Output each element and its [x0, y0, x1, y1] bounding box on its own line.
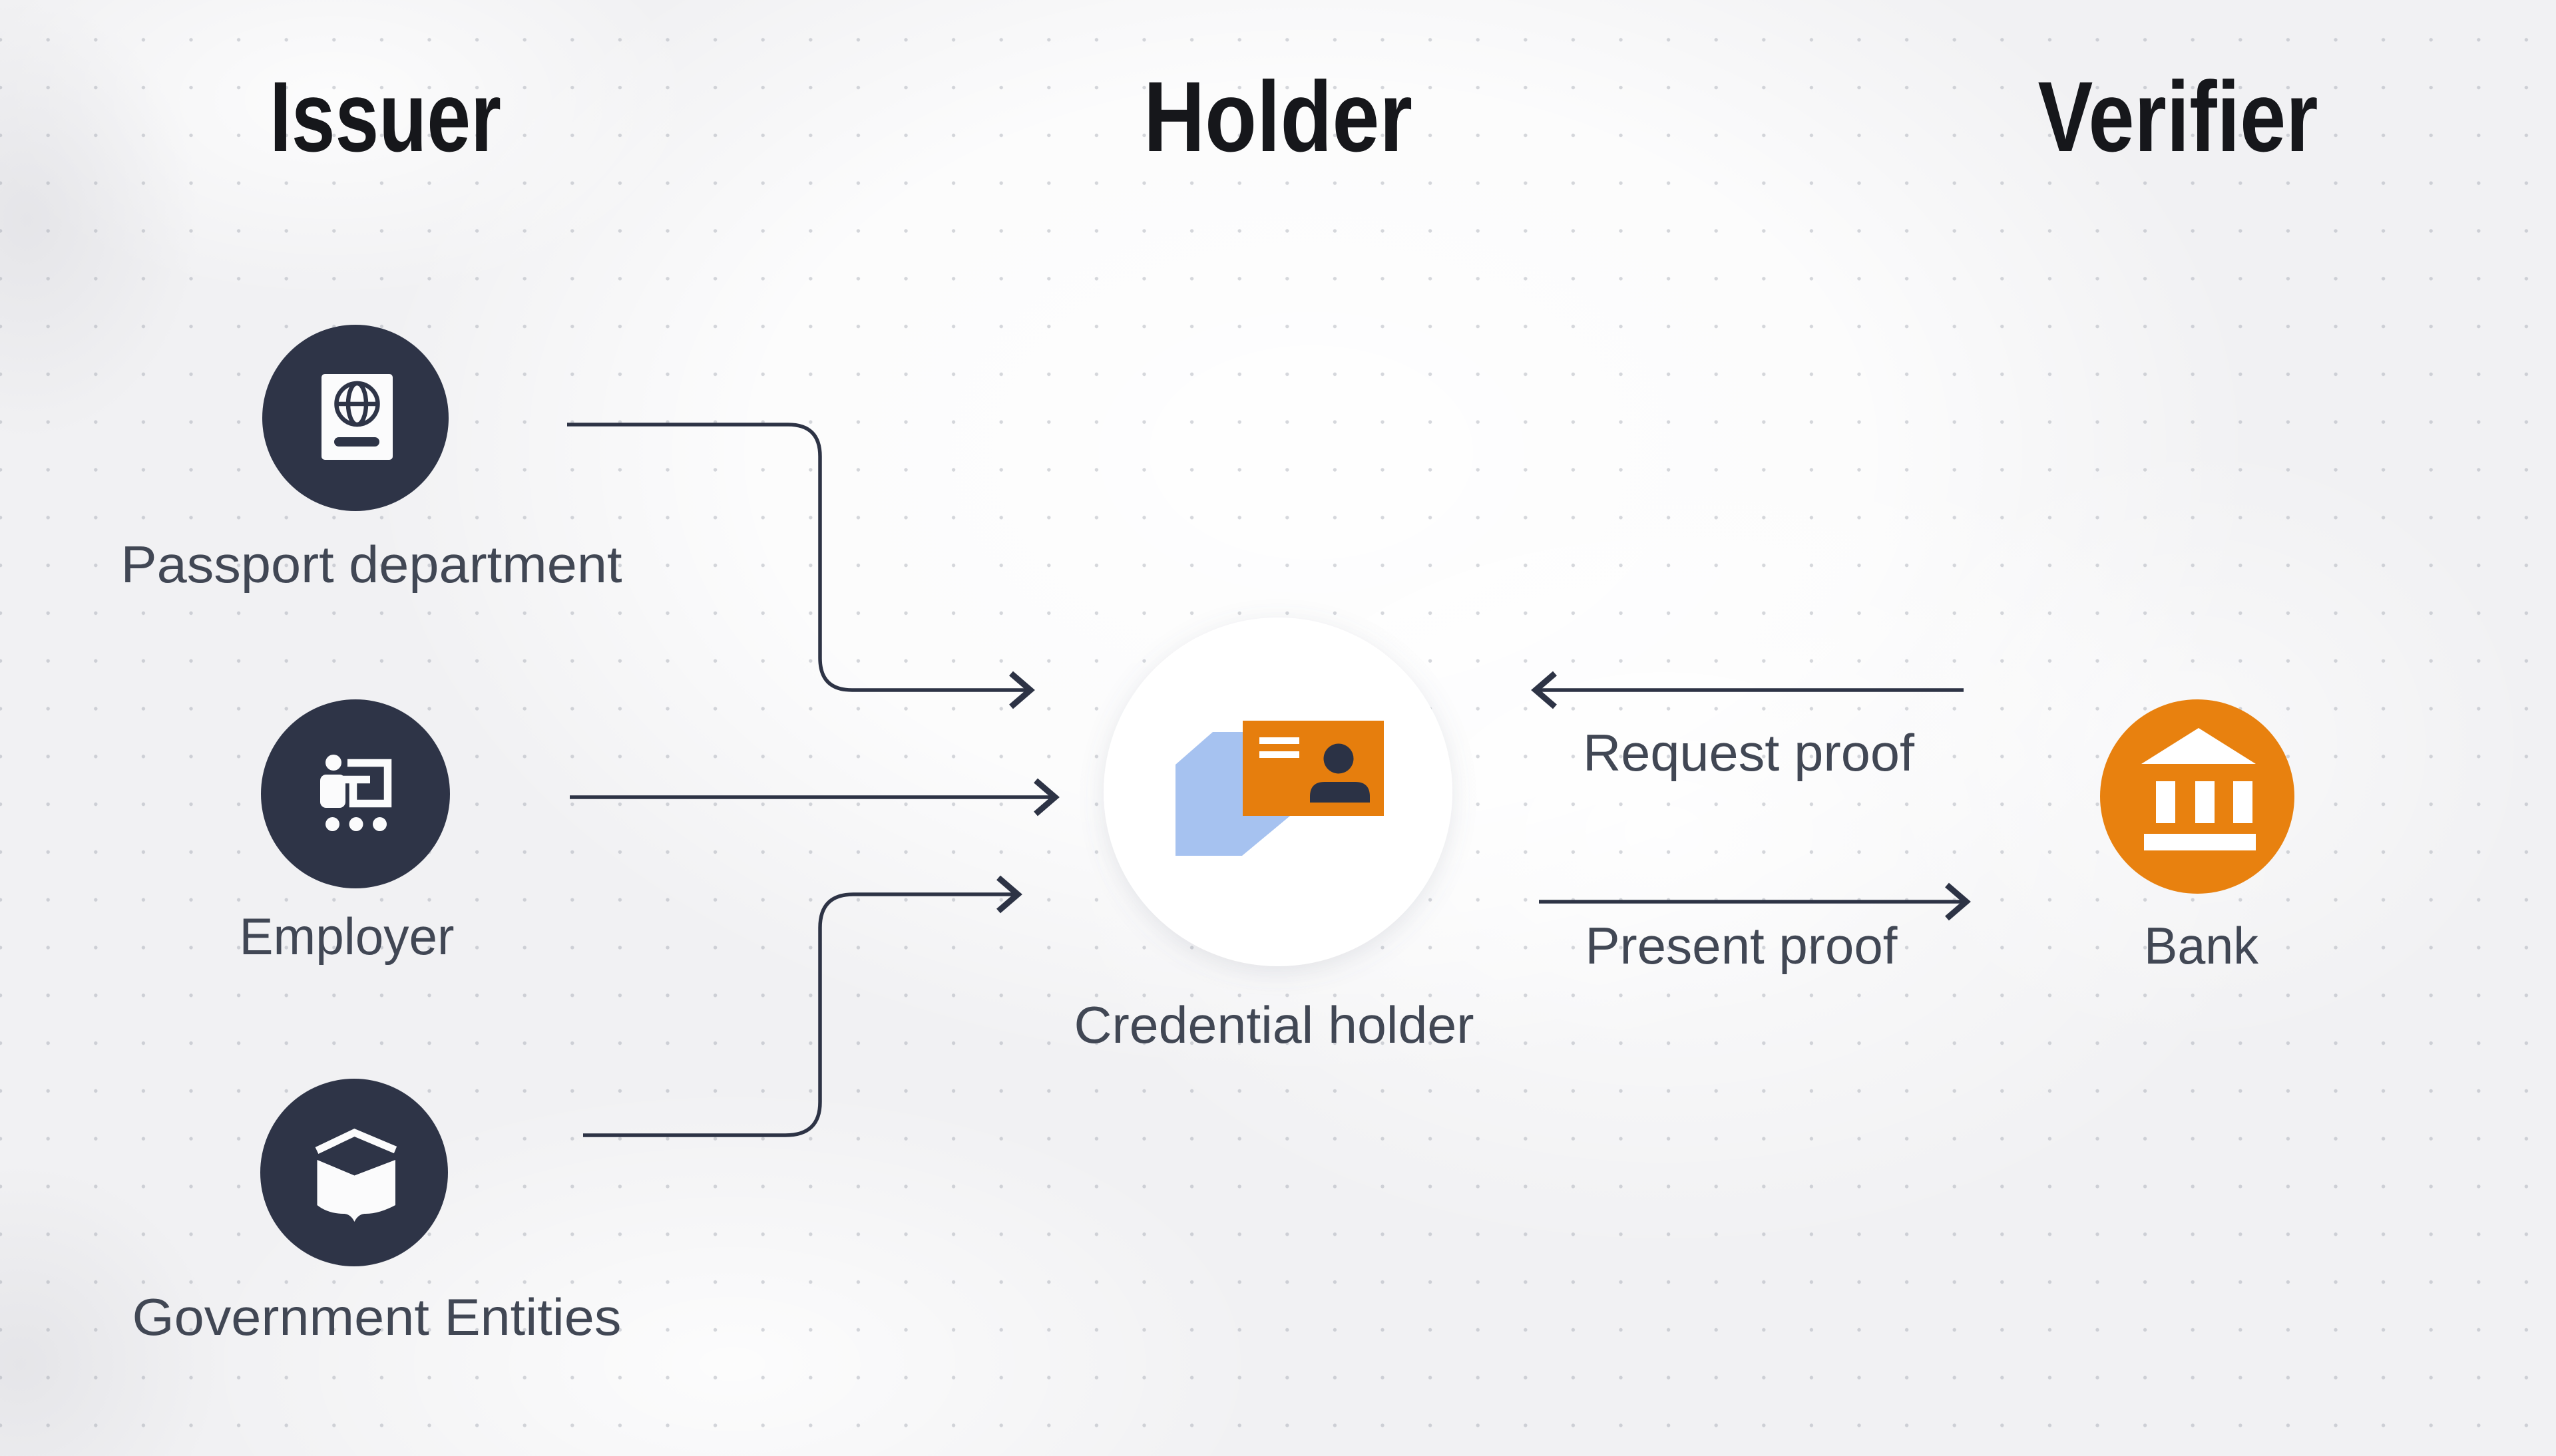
svg-text:Passport department: Passport department [121, 535, 622, 594]
svg-text:Verifier: Verifier [2038, 61, 2318, 172]
svg-text:Credential holder: Credential holder [1074, 996, 1474, 1054]
svg-text:Government Entities: Government Entities [132, 1288, 622, 1346]
svg-text:Present proof: Present proof [1586, 916, 1898, 975]
svg-text:Employer: Employer [240, 907, 455, 966]
svg-text:Holder: Holder [1144, 61, 1412, 172]
svg-text:Issuer: Issuer [270, 61, 501, 172]
svg-text:Bank: Bank [2144, 916, 2259, 975]
svg-text:Request proof: Request proof [1583, 723, 1914, 782]
